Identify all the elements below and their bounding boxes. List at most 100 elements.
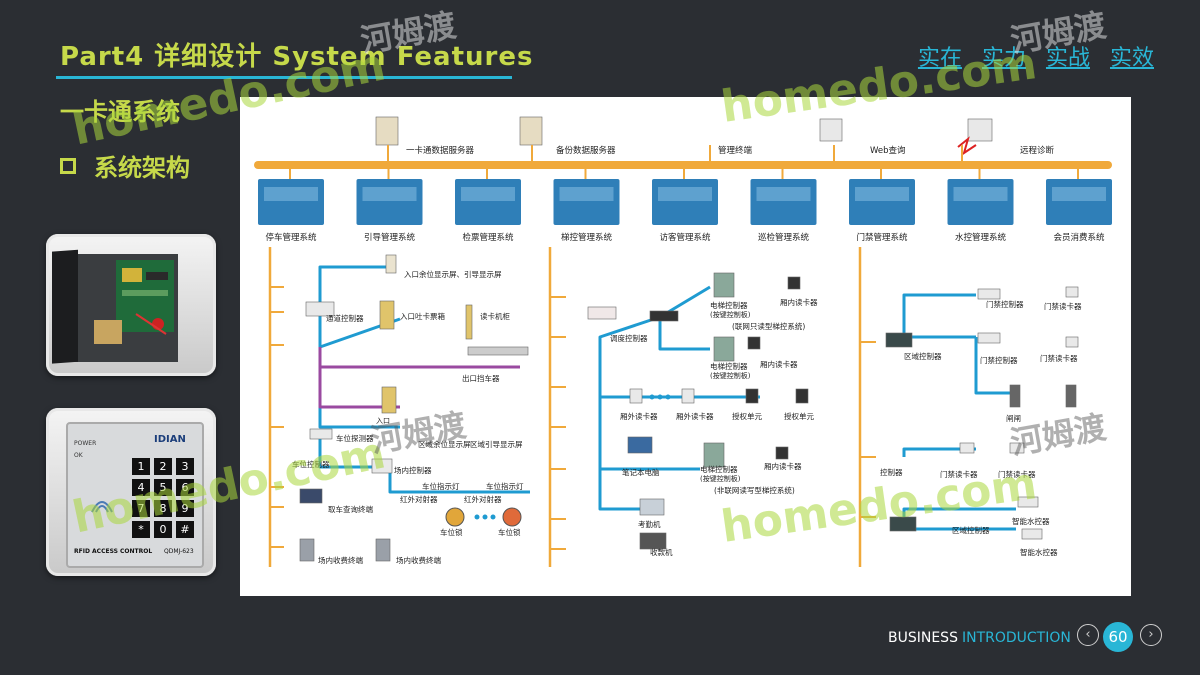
- next-page-chevron-right-icon[interactable]: ›: [1140, 624, 1162, 646]
- channel-controller-label: 通道控制器: [326, 313, 364, 323]
- outer-reader-label-2: 厢外读卡器: [676, 411, 714, 421]
- parking-line-zone: [318, 437, 390, 469]
- page-title: Part4 详细设计 System Features: [60, 42, 534, 72]
- system-label-9: 会员消费系统: [1053, 232, 1105, 243]
- key-5[interactable]: 5: [154, 479, 172, 496]
- top-node-label-3: 管理终端: [718, 145, 753, 156]
- key-3[interactable]: 3: [176, 458, 194, 475]
- section-subtitle-text: 系统架构: [94, 154, 190, 182]
- system-label-8: 水控管理系统: [955, 232, 1007, 243]
- elev-line-controller2: [658, 319, 710, 351]
- system-label-2: 引导管理系统: [364, 232, 416, 243]
- system-image-highlight-2: [362, 187, 417, 201]
- cabin-reader-device-3: [775, 446, 789, 460]
- zone-controller-label-2: 区域控制器: [952, 525, 990, 535]
- elev-line-outer: [598, 387, 760, 399]
- key-9[interactable]: 9: [176, 500, 194, 517]
- system-image-4: [553, 179, 620, 225]
- water-device-label-2: 智能水控器: [1020, 547, 1058, 557]
- detector-label: 车位探测器: [336, 433, 374, 443]
- key-6[interactable]: 6: [176, 479, 194, 496]
- keypad-panel: POWER OK IDIAN 1 2 3 4 5 6 7 8 9 * 0 # R…: [66, 422, 204, 568]
- system-label-1: 停车管理系统: [265, 232, 317, 243]
- keypad-model: QDMJ-623: [164, 548, 194, 555]
- entry-barrier-device: [381, 386, 397, 414]
- button-board-label-1: (按键控制板): [710, 310, 751, 319]
- system-label-7: 门禁管理系统: [856, 232, 908, 243]
- system-image-9: [1046, 179, 1112, 225]
- slogan-2[interactable]: 实力: [981, 46, 1026, 71]
- zone-guide-label: 区域引导显示屏: [470, 439, 523, 449]
- toll-terminal-device-2: [375, 538, 391, 562]
- card-reader-cabinet-device: [465, 304, 473, 340]
- attendance-device: [639, 498, 665, 516]
- elevator-controller-device-2: [713, 336, 735, 362]
- online-elevator-label: (联网只读型梯控系统): [732, 321, 805, 331]
- key-8[interactable]: 8: [154, 500, 172, 517]
- parking-line-entry: [318, 367, 400, 409]
- turnstile-device-2: [1065, 384, 1077, 408]
- water-device-1: [1017, 496, 1039, 508]
- access-line-top: [902, 293, 976, 337]
- water-line-top: [902, 507, 1016, 517]
- toll-terminal-label-1: 场内收费终端: [318, 555, 363, 565]
- main-bus-bar: [254, 161, 1112, 169]
- system-image-highlight-5: [658, 187, 712, 201]
- attendance-label: 考勤机: [638, 519, 661, 529]
- key-1[interactable]: 1: [132, 458, 150, 475]
- system-image-7: [849, 179, 915, 225]
- dispatch-controller-label: 调度控制器: [610, 333, 648, 343]
- outer-reader-device-1: [629, 388, 643, 404]
- key-star[interactable]: *: [132, 521, 150, 538]
- footer-business: BUSINESS: [888, 630, 958, 646]
- elevator-controller-label-3: 电梯控制器: [700, 464, 738, 474]
- query-terminal-device: [299, 488, 323, 504]
- key-0[interactable]: 0: [154, 521, 172, 538]
- exit-barrier-label: 出口挡车器: [462, 373, 500, 383]
- door-reader-device-4: [1009, 442, 1025, 454]
- system-label-3: 检票管理系统: [462, 232, 514, 243]
- space-controller-label: 车位控制器: [292, 459, 330, 469]
- entry-label: 入口: [376, 417, 390, 425]
- slogan-3[interactable]: 实战: [1045, 46, 1090, 71]
- space-light-label-2: 车位指示灯: [486, 481, 524, 491]
- field-controller-label: 场内控制器: [394, 465, 432, 475]
- server-icon-1: [375, 116, 399, 146]
- dot-parking-1: [474, 514, 480, 520]
- auth-unit-label-2: 授权单元: [784, 411, 814, 421]
- cash-register-device: [639, 532, 667, 550]
- door-reader-device-2: [1065, 336, 1079, 348]
- door-controller-device-2: [977, 332, 1001, 344]
- outer-reader-label-1: 厢外读卡器: [620, 411, 658, 421]
- system-image-3: [455, 179, 521, 225]
- key-4[interactable]: 4: [132, 479, 150, 496]
- top-node-label-4: Web查询: [870, 145, 906, 156]
- door-reader-label-4: 门禁读卡器: [998, 469, 1036, 479]
- section-subtitle: 系统架构: [60, 148, 190, 183]
- entry-display-device: [385, 254, 397, 274]
- slogan-1[interactable]: 实在: [917, 46, 962, 71]
- key-7[interactable]: 7: [132, 500, 150, 517]
- system-image-highlight-1: [264, 187, 318, 201]
- key-hash[interactable]: #: [176, 521, 194, 538]
- infrared-label-2: 红外对射器: [464, 494, 502, 504]
- cabin-reader-label-1: 厢内读卡器: [780, 297, 818, 307]
- cabin-reader-device-2: [747, 336, 761, 350]
- door-reader-label-1: 门禁读卡器: [1044, 301, 1082, 311]
- elevator-controller-device-3: [703, 442, 725, 468]
- key-2[interactable]: 2: [154, 458, 172, 475]
- brand-label: IDIAN: [154, 434, 186, 445]
- dot-parking-2: [482, 514, 488, 520]
- prev-page-chevron-left-icon[interactable]: ‹: [1077, 624, 1099, 646]
- turnstile-device-1: [1009, 384, 1021, 408]
- elevator-controller-label-1: 电梯控制器: [710, 300, 748, 310]
- page-number: 60: [1103, 622, 1133, 652]
- ok-label: OK: [74, 452, 83, 459]
- keypad-grid: 1 2 3 4 5 6 7 8 9 * 0 #: [132, 458, 194, 538]
- auth-unit-label-1: 授权单元: [732, 411, 762, 421]
- laptop-label: 笔记本电脑: [622, 467, 660, 477]
- card-reader-cabinet-label: 读卡机柜: [480, 311, 510, 321]
- slogan-4[interactable]: 实效: [1109, 46, 1154, 71]
- remote-terminal-icon: [967, 118, 993, 142]
- door-controller-label-1: 门禁控制器: [986, 299, 1024, 309]
